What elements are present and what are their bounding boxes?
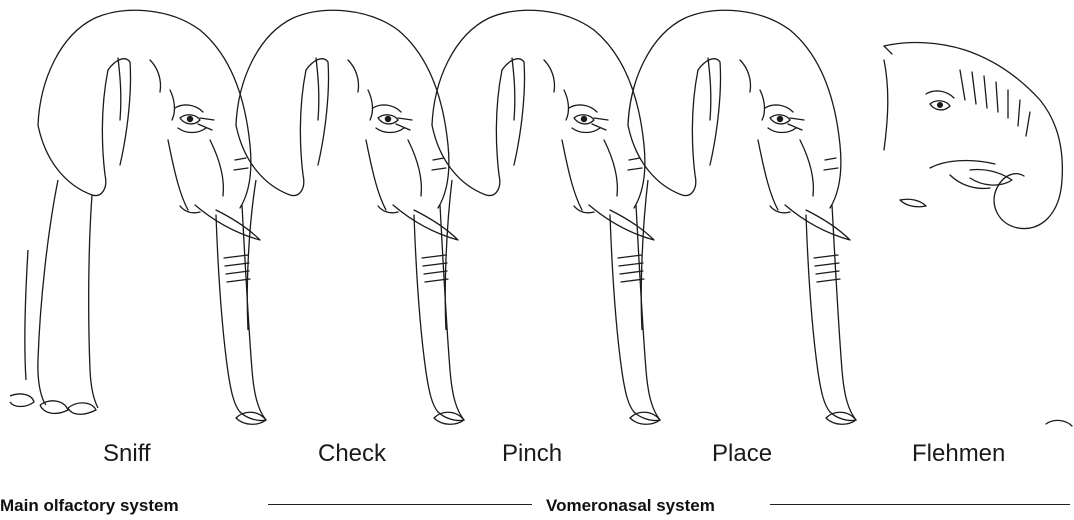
elephant-place xyxy=(628,10,856,424)
elephant-sniff xyxy=(10,10,266,424)
panel-label-flehmen: Flehmen xyxy=(912,440,1005,468)
panel-label-place: Place xyxy=(712,440,772,468)
main-olfactory-system-label: Main olfactory system xyxy=(0,496,179,516)
system-rule-left xyxy=(268,504,532,505)
panel-label-sniff: Sniff xyxy=(103,440,151,468)
vomeronasal-system-label: Vomeronasal system xyxy=(546,496,715,516)
system-rule-right xyxy=(770,504,1070,505)
elephant-check xyxy=(236,10,464,424)
elephant-flehmen xyxy=(884,43,1072,426)
panel-label-check: Check xyxy=(318,440,386,468)
panel-label-pinch: Pinch xyxy=(502,440,562,468)
elephant-pinch xyxy=(432,10,660,424)
